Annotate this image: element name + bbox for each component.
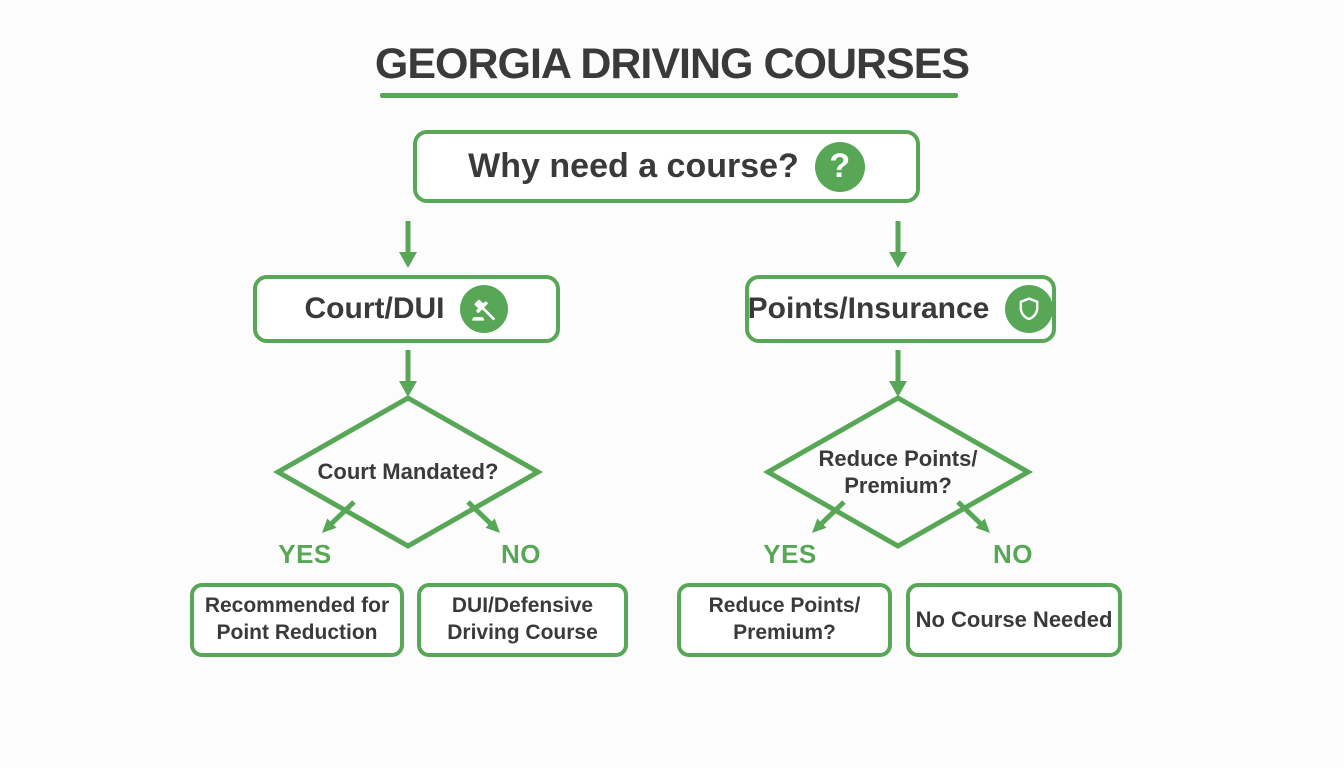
arrow-points-to-decision [889, 350, 907, 397]
decision-text-court-mandated: Court Mandated? [317, 459, 499, 484]
question-icon: ? [814, 141, 865, 192]
arrow-root-to-court [399, 221, 417, 268]
branch-node-court-dui: Court/DUI [253, 275, 560, 343]
arrow-root-to-points [889, 221, 907, 268]
arrow-points-yes [812, 500, 846, 533]
branch-node-points-insurance: Points/Insurance [745, 275, 1056, 343]
outcome-box-dui-defensive-course: DUI/Defensive Driving Course [417, 583, 628, 657]
arrow-court-to-decision [399, 350, 417, 397]
no-label-points: NO [993, 539, 1033, 569]
points-insurance-label: Points/Insurance [747, 292, 990, 325]
decision-text-reduce-points: Reduce Points/ Premium? [818, 446, 978, 498]
arrow-points-no [956, 500, 990, 533]
title-underline [380, 93, 958, 98]
court-dui-label: Court/DUI [304, 292, 445, 325]
yes-label-points: YES [763, 539, 817, 569]
yes-label-court: YES [278, 539, 332, 569]
outcome-box-no-course-needed: No Course Needed [906, 583, 1122, 657]
page-title: GEORGIA DRIVING COURSES [374, 40, 970, 88]
outcome-box-recommended-point-reduction: Recommended for Point Reduction [190, 583, 404, 657]
arrow-court-no [466, 500, 500, 533]
shield-icon [1005, 285, 1054, 333]
root-node-why-need-course: Why need a course? ? [413, 130, 920, 203]
gavel-icon [460, 285, 509, 333]
no-label-court: NO [501, 539, 541, 569]
arrow-court-yes [322, 500, 356, 533]
root-node-label: Why need a course? [468, 147, 799, 185]
outcome-box-reduce-points-premium: Reduce Points/ Premium? [677, 583, 892, 657]
